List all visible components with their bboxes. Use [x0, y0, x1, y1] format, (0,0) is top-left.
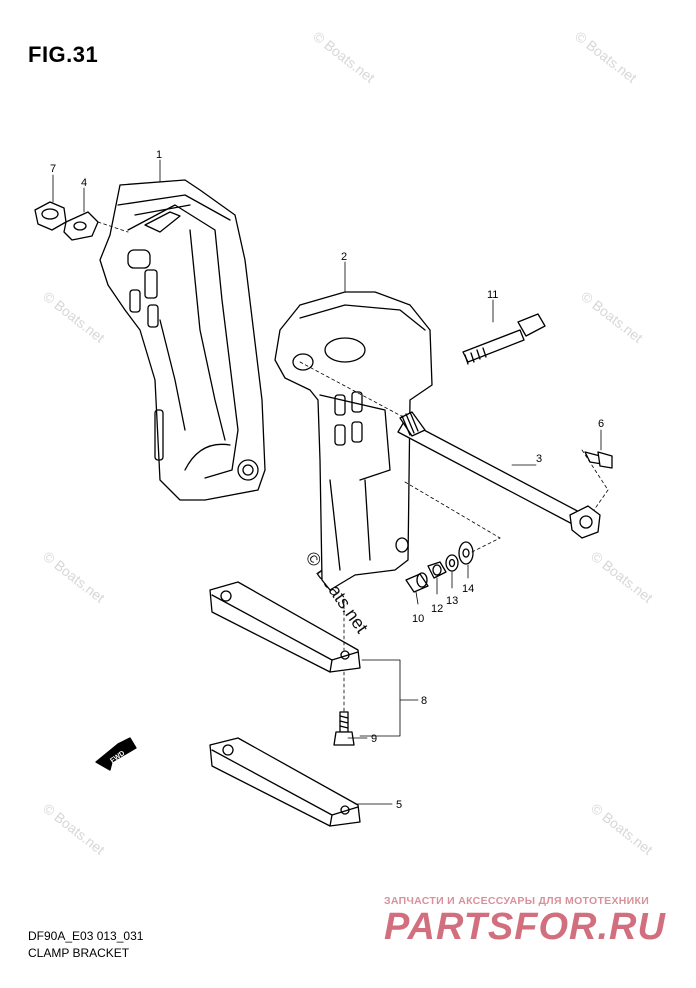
brand-tagline: ЗАПЧАСТИ И АКСЕССУАРЫ ДЛЯ МОТОТЕХНИКИ	[384, 895, 650, 907]
callout-6: 6	[598, 418, 604, 430]
figure-code: DF90A_E03 013_031	[28, 929, 144, 943]
callout-7: 7	[50, 163, 56, 175]
part-5-stopper	[209, 737, 361, 827]
part-12-nut	[427, 561, 447, 579]
callout-3: 3	[536, 453, 542, 465]
callout-2: 2	[341, 251, 347, 263]
part-9-bolt	[333, 711, 355, 746]
brand-logo: PARTSFOR.RU	[384, 906, 666, 948]
callout-5: 5	[396, 799, 402, 811]
figure-title: FIG.31	[28, 42, 99, 67]
callout-4: 4	[81, 177, 87, 189]
callout-12: 12	[431, 603, 443, 615]
callout-labels: 1 2 3 4 5 6 7 8 9 10 11 12 13 14 FWD	[50, 149, 604, 811]
figure-name: CLAMP BRACKET	[28, 946, 130, 960]
leader-lines	[52, 159, 609, 805]
part-14-washer	[458, 541, 474, 565]
part-3-shaft	[397, 411, 601, 539]
part-1-clamp-bracket-left	[99, 179, 266, 501]
part-13-washer	[445, 554, 459, 572]
callout-10: 10	[412, 613, 424, 625]
part-11-bolt	[462, 313, 546, 365]
part-8-stopper	[209, 581, 361, 673]
fwd-arrow-icon	[95, 737, 137, 771]
part-10-bushing	[405, 572, 429, 593]
callout-11: 11	[487, 289, 498, 301]
callout-9: 9	[371, 733, 377, 745]
part-7-nut	[34, 201, 67, 231]
part-6-small-bolt	[584, 451, 613, 469]
callout-14: 14	[462, 583, 474, 595]
part-4-plate	[63, 211, 99, 241]
callout-8: 8	[421, 695, 427, 707]
part-2-clamp-bracket-right	[274, 291, 433, 591]
callout-13: 13	[446, 595, 458, 607]
callout-1: 1	[156, 149, 162, 161]
